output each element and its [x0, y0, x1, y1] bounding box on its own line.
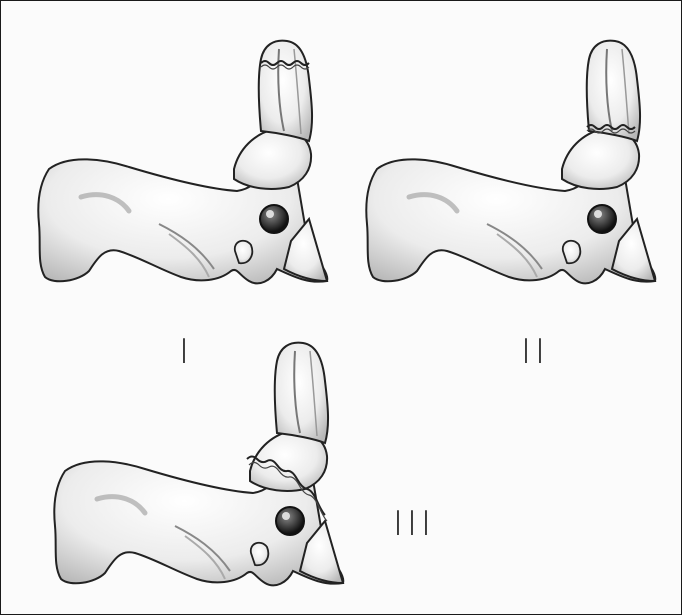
type-label-2: II	[521, 335, 549, 369]
bone-figure-type-2	[337, 19, 657, 299]
type-label-1: I	[179, 335, 193, 369]
type-label-3: III	[393, 507, 435, 541]
bone-figure-type-1	[9, 19, 329, 299]
